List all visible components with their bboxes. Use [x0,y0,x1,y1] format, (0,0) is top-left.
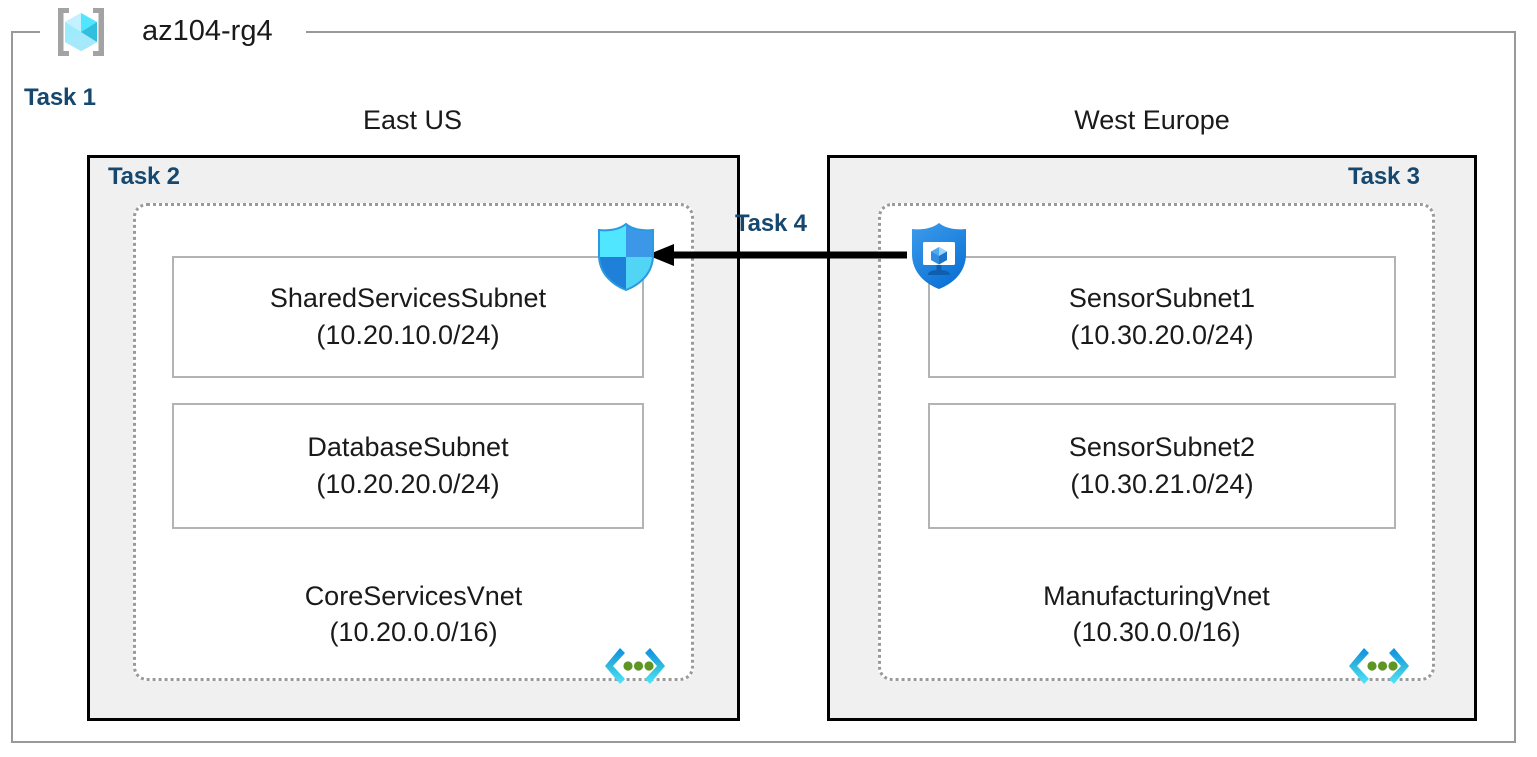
vnet-name: CoreServicesVnet [304,581,523,611]
vnet-peering-shield-icon [595,222,657,292]
vnet-caption-coreservicesvnet: CoreServicesVnet (10.20.0.0/16) [136,578,691,650]
subnet-name: DatabaseSubnet [307,432,509,462]
vnet-name: ManufacturingVnet [1043,581,1270,611]
subnet-databasesubnet: DatabaseSubnet (10.20.20.0/24) [172,403,644,529]
subnet-cidr: (10.20.20.0/24) [316,469,500,499]
vnet-cidr: (10.20.0.0/16) [329,617,498,647]
azure-resource-group-icon [52,4,110,60]
subnet-sensorsubnet1: SensorSubnet1 (10.30.20.0/24) [928,256,1396,378]
peering-arrow [645,236,915,274]
region-label-east-us: East US [362,105,463,135]
task-label-2: Task 2 [108,163,180,190]
region-label-west-europe: West Europe [1074,105,1230,135]
subnet-name: SensorSubnet1 [1068,283,1256,313]
task-label-4: Task 4 [735,210,807,237]
subnet-sensorsubnet2: SensorSubnet2 (10.30.21.0/24) [928,403,1396,529]
subnet-cidr: (10.20.10.0/24) [316,320,500,350]
virtual-network-icon [604,645,666,687]
task-label-1: Task 1 [24,84,96,111]
vnet-caption-manufacturingvnet: ManufacturingVnet (10.30.0.0/16) [881,578,1432,650]
network-watcher-shield-icon [908,220,970,290]
subnet-name: SharedServicesSubnet [269,283,547,313]
resource-group-frame [11,31,1516,743]
subnet-cidr: (10.30.20.0/24) [1070,320,1254,350]
virtual-network-icon [1348,645,1410,687]
resource-group-frame-gap [40,22,306,40]
subnet-sharedservicessubnet: SharedServicesSubnet (10.20.10.0/24) [172,256,644,378]
vnet-cidr: (10.30.0.0/16) [1072,617,1241,647]
subnet-name: SensorSubnet2 [1068,432,1256,462]
resource-group-name: az104-rg4 [142,15,273,47]
subnet-cidr: (10.30.21.0/24) [1070,469,1254,499]
task-label-3: Task 3 [1348,163,1420,190]
